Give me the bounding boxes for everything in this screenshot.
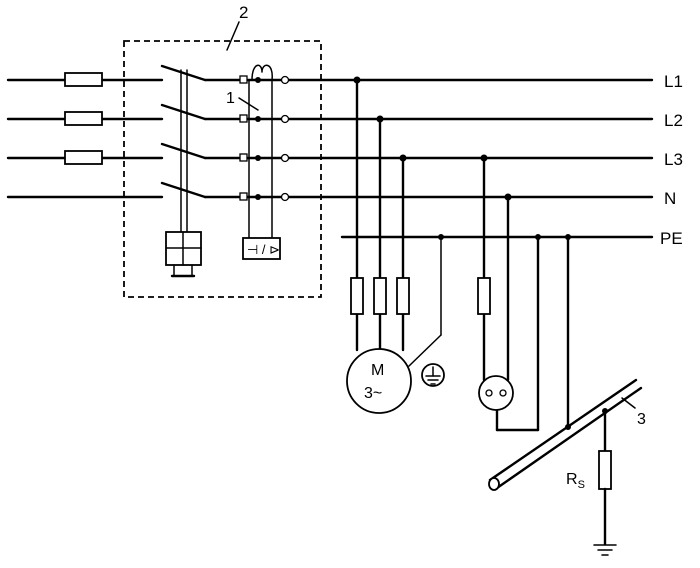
switch-actuator xyxy=(165,69,202,278)
earth-terminal-icon xyxy=(421,363,445,387)
input-fuse-l2 xyxy=(64,111,103,126)
distribution-box xyxy=(123,40,322,298)
residual-current-device: ⊣ / ⊳ xyxy=(239,64,290,260)
callout-1-label: 1 xyxy=(226,90,235,107)
resistor-label: RS xyxy=(566,471,585,491)
bus-label-l3: L3 xyxy=(664,150,683,169)
input-fuse-l3 xyxy=(64,150,103,165)
bus-label-l2: L2 xyxy=(664,111,683,130)
callout-3-leader xyxy=(621,397,636,409)
input-fuse-l1 xyxy=(64,72,103,87)
motor-label-3phase: 3~ xyxy=(364,385,382,402)
bus-label-pe: PE xyxy=(660,229,683,248)
earthing-resistor xyxy=(598,409,612,546)
bus-label-l1: L1 xyxy=(664,72,683,91)
svg-text:⊣ / ⊳: ⊣ / ⊳ xyxy=(247,242,280,257)
socket-outlet-icon xyxy=(478,375,514,411)
callout-3-label: 3 xyxy=(637,411,646,428)
callout-2-label: 2 xyxy=(239,3,248,22)
bus-label-n: N xyxy=(664,189,676,208)
ground-icon xyxy=(593,544,617,556)
earth-electrode xyxy=(488,234,643,491)
callout-2-leader xyxy=(226,21,240,51)
main-switch-contacts xyxy=(160,64,207,199)
motor-feeder xyxy=(350,76,444,367)
motor: M 3~ xyxy=(346,348,412,414)
socket-feeder xyxy=(477,154,541,432)
callout-1-leader xyxy=(238,97,259,111)
motor-label-m: M xyxy=(371,362,384,379)
